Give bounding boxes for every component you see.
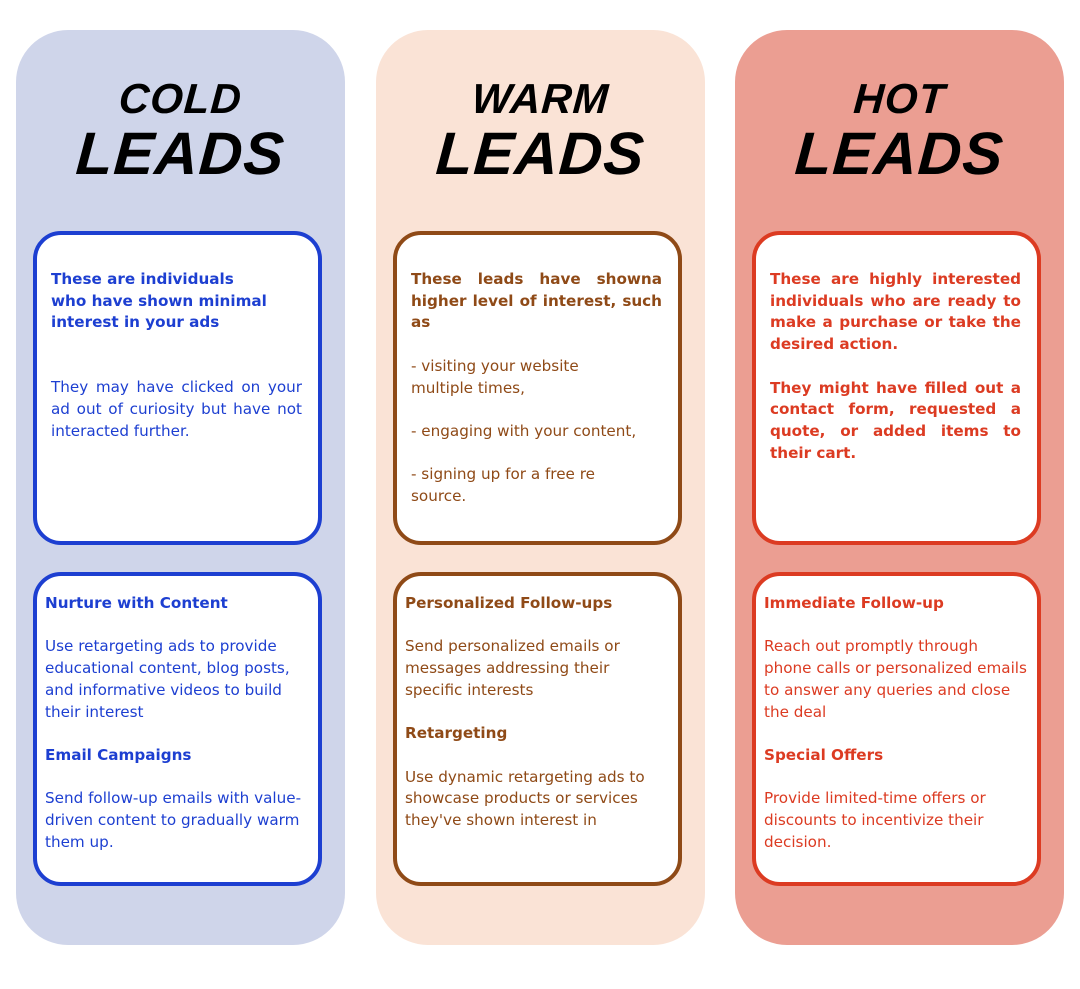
strategy-heading: Retargeting — [405, 724, 508, 743]
description-paragraph: They may have clicked on your ad out of … — [51, 378, 302, 440]
strategy-body: Reach out promptly through phone calls o… — [764, 637, 1027, 721]
description-paragraph: These are highly interested individuals … — [770, 270, 1021, 354]
strategy-body: Send personalized emails or messages add… — [405, 637, 620, 699]
title-line-1: COLD — [117, 75, 244, 122]
strategy-body: Provide limited-time offers or discounts… — [764, 789, 986, 851]
title-line-2: LEADS — [74, 120, 288, 187]
description-paragraph: - signing up for a free re source. — [411, 465, 595, 505]
title-line-1: WARM — [470, 75, 611, 122]
strategy-heading: Immediate Follow-up — [764, 594, 944, 612]
strategy-heading: Email Campaigns — [45, 745, 192, 764]
hot-description-card: These are highly interested individuals … — [752, 231, 1041, 545]
strategy-body: Send follow-up emails with value-driven … — [45, 789, 302, 851]
strategy-heading: Nurture with Content — [45, 594, 228, 612]
description-paragraph: These are individuals who have shown min… — [51, 270, 267, 332]
description-paragraph: These leads have showna higher level of … — [411, 270, 662, 332]
title-line-2: LEADS — [793, 120, 1007, 187]
title-line-2: LEADS — [434, 120, 648, 187]
cold-description-card: These are individuals who have shown min… — [33, 231, 322, 545]
description-paragraph: They might have filled out a contact for… — [770, 378, 1021, 462]
description-paragraph: - visiting your website multiple times, — [411, 356, 579, 397]
strategy-heading: Personalized Follow-ups — [405, 594, 613, 612]
warm-description-card: These leads have showna higher level of … — [393, 231, 682, 545]
strategy-body: Use retargeting ads to provide education… — [45, 637, 290, 721]
description-paragraph: - engaging with your content, — [411, 421, 637, 440]
strategy-body: Use dynamic retargeting ads to showcase … — [405, 767, 645, 829]
title-line-1: HOT — [852, 75, 948, 122]
strategy-heading: Special Offers — [764, 745, 884, 764]
